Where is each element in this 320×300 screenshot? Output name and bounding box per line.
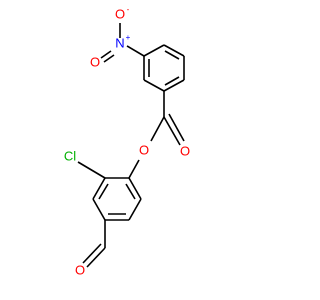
bond-nitro-n-o-double-a xyxy=(100,50,112,59)
atom-oxygen-aldehyde: O xyxy=(75,262,85,277)
bond-aldehyde-o-double-b xyxy=(82,243,102,264)
bond-ring-b-2 xyxy=(92,177,106,200)
atom-oxygen-ester-double: O xyxy=(180,143,190,158)
atom-oxygen-nitro-charged: O xyxy=(115,6,125,21)
atom-nitrogen-nitro: N xyxy=(115,35,124,50)
bond-layer xyxy=(77,23,185,268)
structure-canvas: O - N + O O O Cl O xyxy=(64,5,190,277)
atom-label-layer: O - N + O O O Cl O xyxy=(64,5,190,277)
bond-ring-b-2-inner xyxy=(98,183,109,200)
bond-nitro-n-o-double-b xyxy=(103,54,115,63)
bond-carbonyl-o-double-b xyxy=(168,113,185,142)
bond-ring-a-1 xyxy=(143,44,165,57)
atom-chlorine: Cl xyxy=(64,148,76,163)
bond-ring-b-6 xyxy=(128,177,142,200)
bond-ring-a-4-inner xyxy=(164,76,180,86)
bond-nitro-c-n xyxy=(126,45,145,57)
charge-negative: - xyxy=(127,5,130,14)
bond-ring-b-5 xyxy=(128,198,142,221)
bond-ring-b-6-inner xyxy=(125,183,136,200)
bond-ring-a-5 xyxy=(143,79,165,92)
charge-positive: + xyxy=(126,33,131,42)
atom-oxygen-ester-single: O xyxy=(139,142,149,157)
bond-ring-a-2 xyxy=(163,44,185,57)
bond-ring-b-3 xyxy=(92,198,106,221)
bond-aldehyde-o-double-a xyxy=(86,247,106,268)
bond-ring-a-4 xyxy=(163,79,185,92)
atom-oxygen-nitro-double: O xyxy=(90,54,100,69)
bond-carbonyl-o-double-a xyxy=(163,116,181,146)
bond-ester-o-ring-b xyxy=(128,159,140,179)
molecule-diagram: O - N + O O O Cl O xyxy=(64,5,190,277)
bond-ring-a-2-inner xyxy=(164,50,180,60)
bond-ring-b-chlorine xyxy=(77,161,106,179)
bond-carbonyl-o-single xyxy=(150,116,165,142)
